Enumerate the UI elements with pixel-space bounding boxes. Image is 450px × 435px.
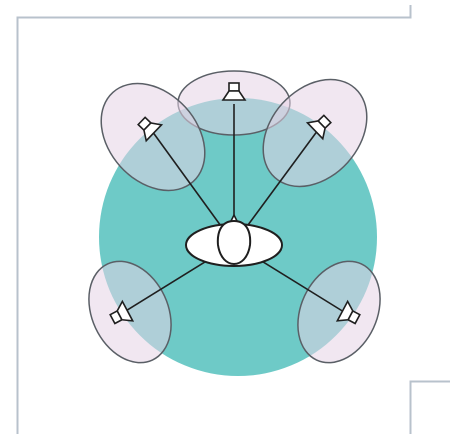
frame-corner-bottom-right <box>411 382 450 435</box>
listener-head <box>218 221 250 264</box>
